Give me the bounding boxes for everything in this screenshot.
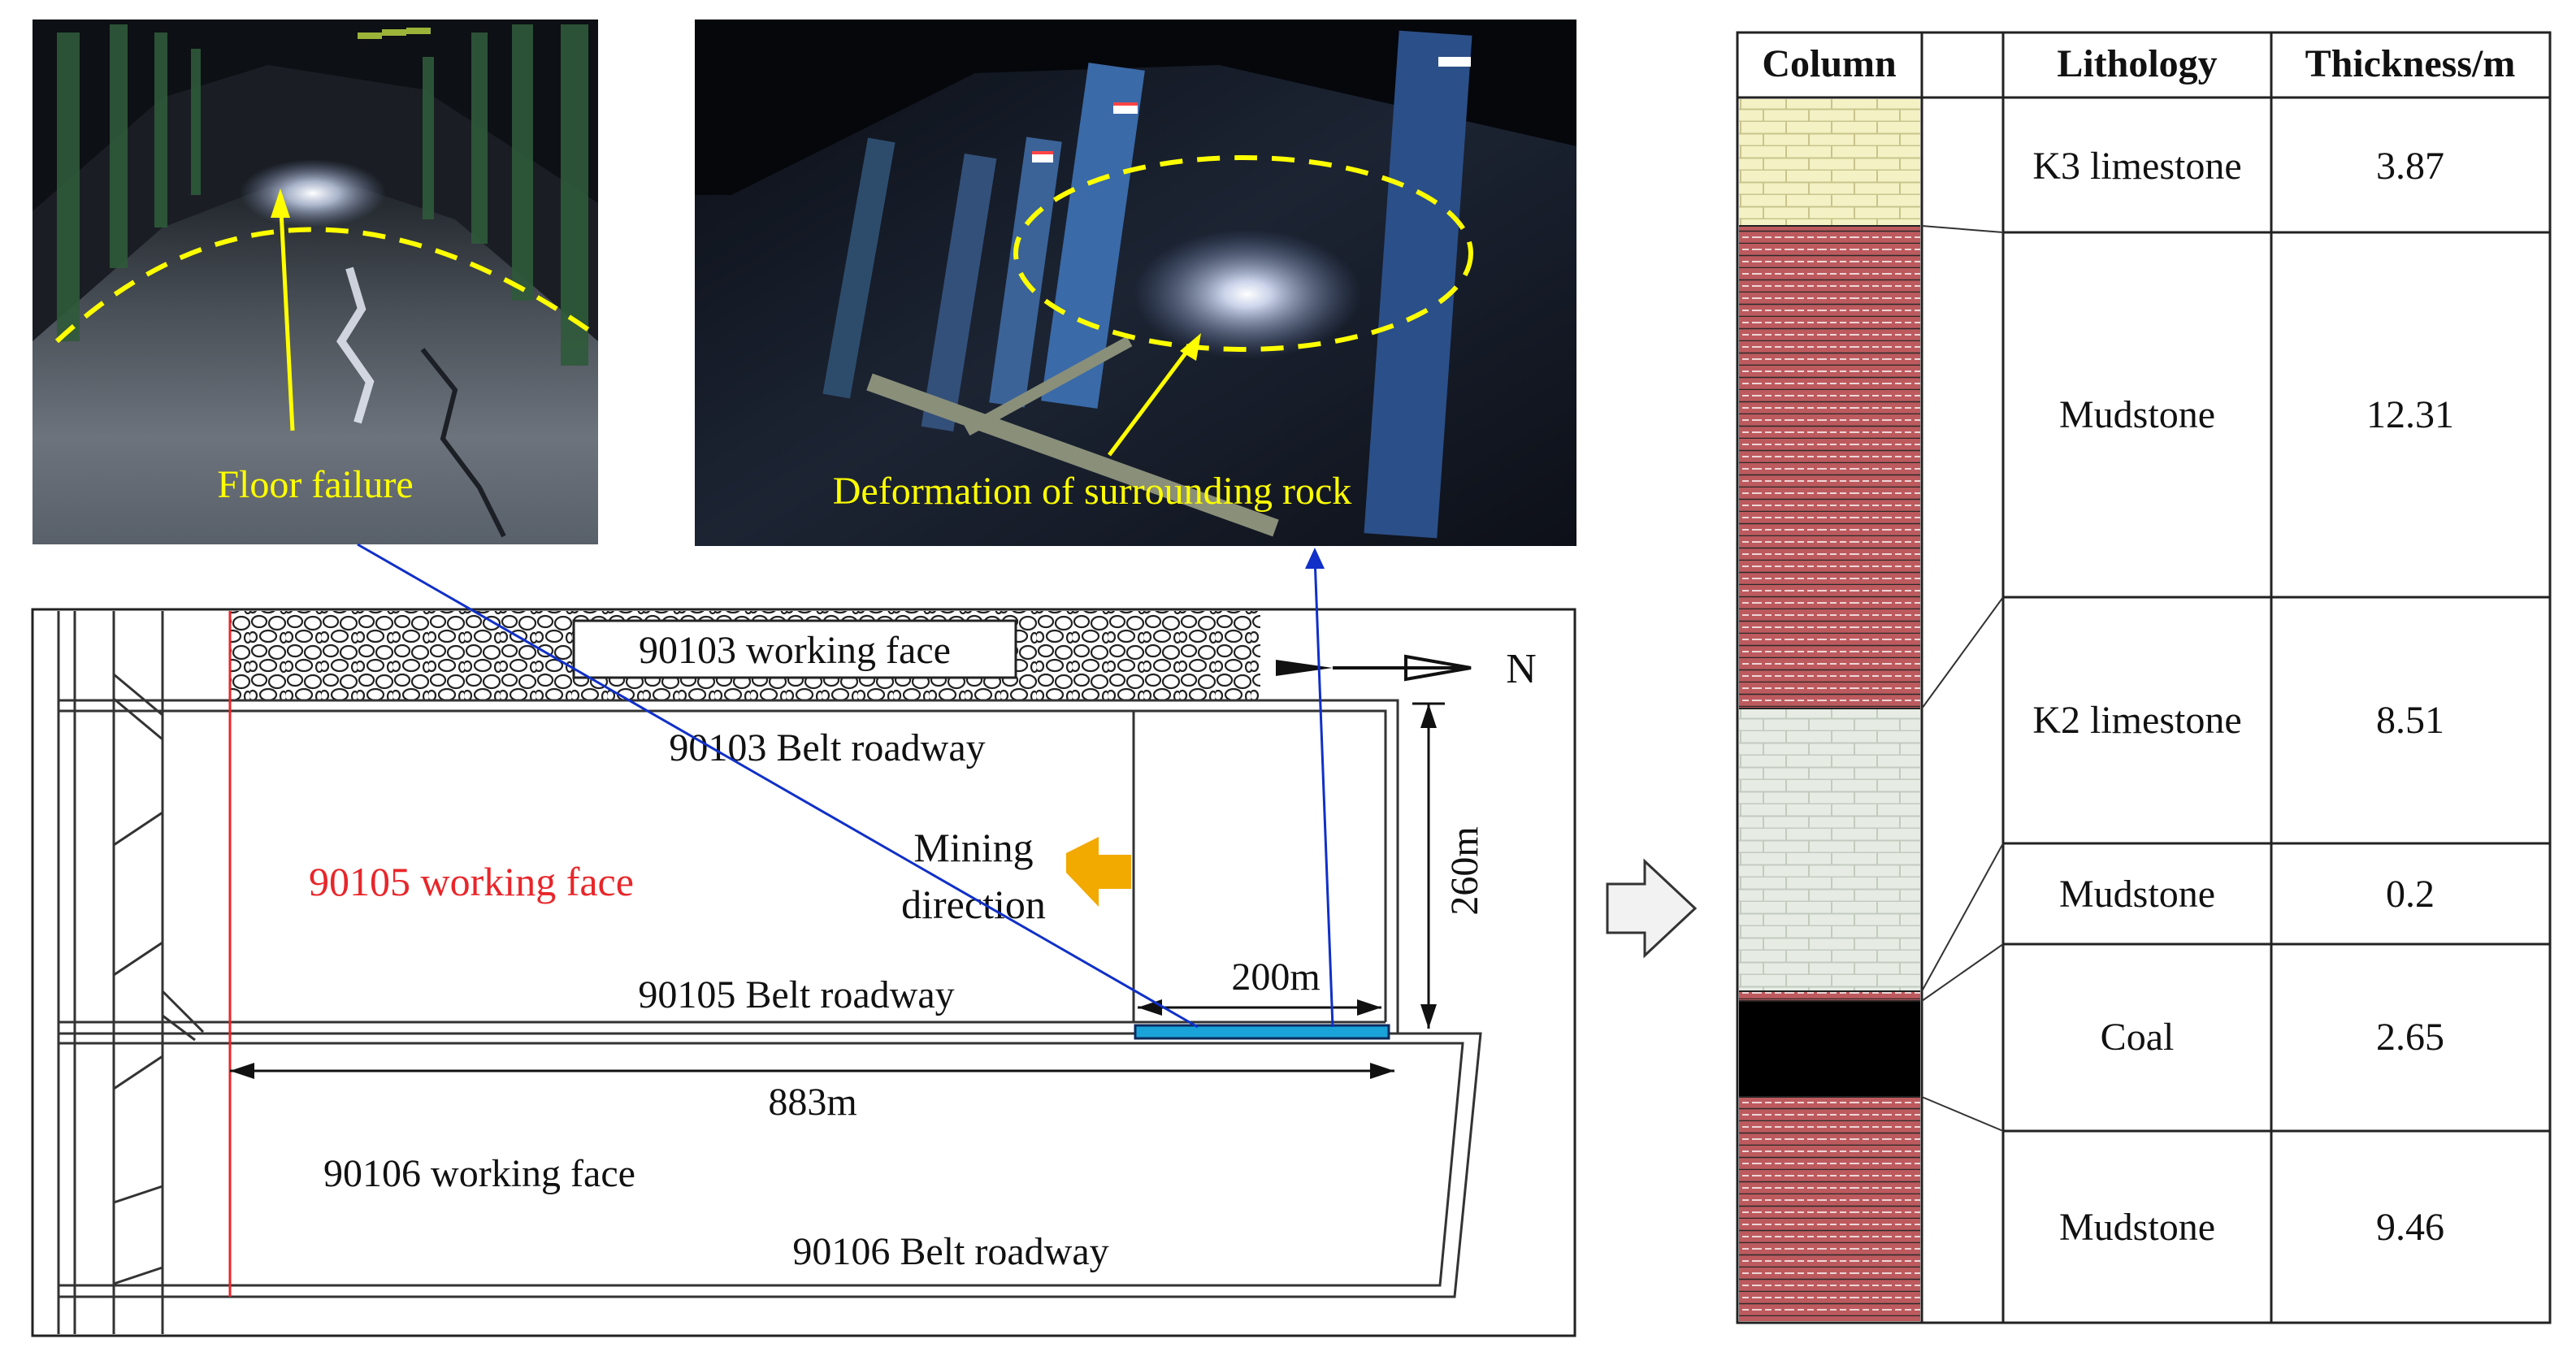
right-arrow-icon (1606, 858, 1698, 959)
photo-floor-failure: Floor failure (33, 20, 598, 544)
plan-frame (31, 608, 1576, 1337)
lithology-4: Mudstone (2059, 873, 2215, 916)
north-arrow-icon (1276, 654, 1472, 682)
lower-face-label: 90106 working face (323, 1152, 635, 1195)
header-lithology: Lithology (2057, 42, 2217, 85)
thickness-6: 9.46 (2376, 1206, 2444, 1249)
lower-belt-label: 90106 Belt roadway (792, 1230, 1108, 1273)
photo-surrounding-rock: Deformation of surrounding rock (695, 20, 1576, 546)
leader-to-floor-photo (357, 543, 1199, 1029)
thickness-2: 12.31 (2366, 393, 2454, 436)
floor-failure-pointer (278, 194, 295, 431)
lithology-5: Coal (2101, 1016, 2175, 1059)
deformation-caption: Deformation of surrounding rock (833, 470, 1352, 513)
layer-mudstone-1-fill (1739, 226, 1920, 708)
thickness-4: 0.2 (2386, 873, 2435, 916)
left-roadways (57, 611, 205, 1334)
floor-failure-caption: Floor failure (217, 463, 413, 506)
roadway-90106-outer (59, 1032, 1482, 1298)
thickness-3: 8.51 (2376, 699, 2444, 742)
mining-direction-line2: direction (901, 882, 1046, 927)
lithology-3: K2 limestone (2032, 699, 2241, 742)
main-face-label: 90105 working face (309, 859, 634, 904)
layer-mudstone-2-fill (1739, 991, 1920, 1001)
thickness-5: 2.65 (2376, 1016, 2444, 1059)
upper-belt-label: 90103 Belt roadway (669, 726, 985, 769)
dim-200-label: 200m (1231, 956, 1320, 999)
thickness-1: 3.87 (2376, 145, 2444, 188)
monitored-section (1134, 1024, 1390, 1040)
main-belt-label: 90105 Belt roadway (638, 973, 954, 1016)
lithology-2: Mudstone (2059, 393, 2215, 436)
layer-k3-limestone-fill (1739, 99, 1920, 226)
header-column: Column (1762, 42, 1896, 85)
lithology-1: K3 limestone (2032, 145, 2241, 188)
header-thickness: Thickness/m (2305, 42, 2516, 85)
dim-260-label: 260m (1443, 826, 1486, 915)
roadway-90103-outer (59, 699, 1399, 1034)
roadway-90106-inner (59, 1042, 1464, 1287)
lithology-6: Mudstone (2059, 1206, 2215, 1249)
plan-view: 90103 working face 90103 Belt roadway 90… (31, 543, 1576, 1337)
upper-face-label: 90103 working face (639, 629, 951, 672)
strata-table: Column Lithology Thickness/m (1736, 31, 2552, 1324)
layer-k2-limestone-fill (1739, 708, 1920, 991)
dim-883-label: 883m (768, 1081, 856, 1124)
roadway-90103-inner (59, 709, 1387, 1022)
upper-face-box (572, 619, 1017, 679)
mining-direction-arrow-icon (1066, 837, 1131, 907)
deformation-outline (1013, 155, 1473, 352)
floor-failure-outline (54, 227, 595, 344)
correlation-lines (1921, 225, 2004, 1132)
deformation-pointer (1108, 340, 1196, 457)
leader-to-rock-photo (1313, 557, 1334, 1028)
mining-direction-line1: Mining (913, 825, 1033, 870)
layer-coal-fill (1739, 1001, 1920, 1097)
column-boundaries (1739, 225, 1920, 1098)
layer-mudstone-3-fill (1739, 1097, 1920, 1321)
north-label: N (1506, 646, 1537, 692)
